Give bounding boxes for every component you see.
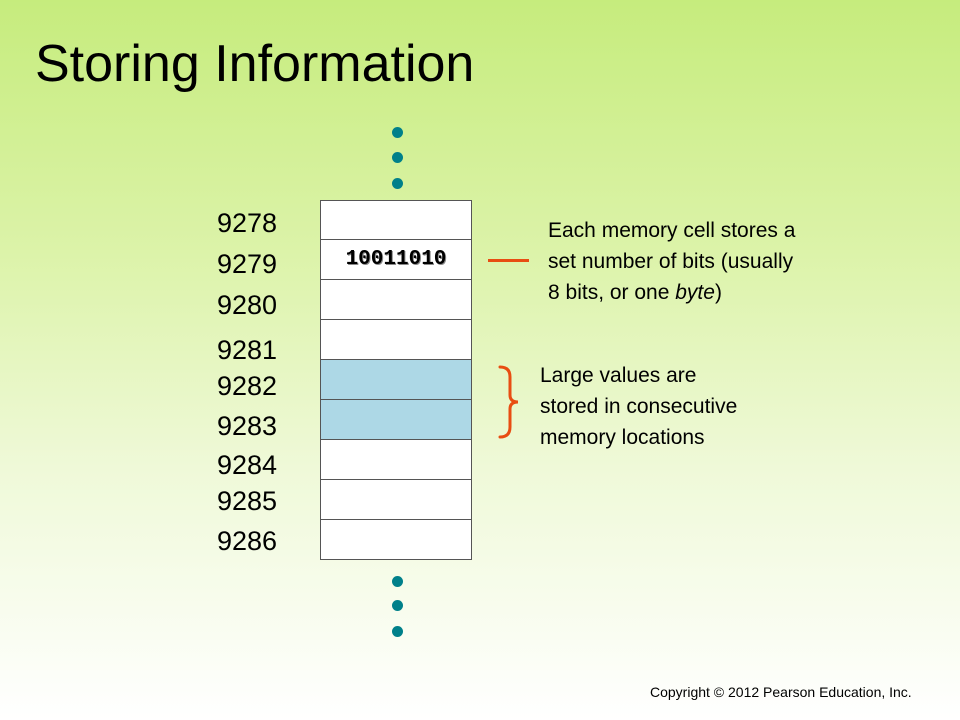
memory-cell	[320, 480, 472, 520]
byte-note-line: 8 bits, or one byte)	[548, 277, 795, 308]
address-label: 9286	[217, 526, 278, 556]
memory-cell	[320, 200, 472, 240]
address-label: 9280	[217, 290, 278, 320]
memory-cell	[320, 400, 472, 440]
large-values-note-line: stored in consecutive	[540, 395, 738, 418]
curly-brace-icon	[498, 365, 519, 439]
large-values-note: Large values are stored in consecutive m…	[540, 360, 737, 453]
address-label: 9279	[217, 249, 278, 279]
address-label: 9285	[217, 486, 278, 516]
byte-term: byte	[675, 281, 715, 304]
large-values-note-line: memory locations	[540, 426, 705, 449]
address-label: 9284	[217, 450, 278, 480]
byte-note-text: )	[714, 281, 722, 304]
byte-note-line: Each memory cell stores a	[548, 219, 796, 242]
memory-cell	[320, 280, 472, 320]
memory-column: 10011010	[320, 200, 472, 560]
ellipsis-dot	[392, 178, 403, 189]
byte-note-text: 8 bits, or one	[548, 281, 676, 304]
byte-note: Each memory cell stores a set number of …	[548, 215, 795, 308]
address-label: 9282	[217, 371, 278, 401]
cell-value: 10011010	[345, 248, 447, 271]
address-label: 9283	[217, 411, 278, 441]
byte-note-line: set number of bits (usually	[548, 250, 794, 273]
ellipsis-dot	[392, 626, 403, 637]
memory-cell: 10011010	[320, 240, 472, 280]
large-values-note-line: Large values are	[540, 364, 697, 387]
byte-note-connector	[488, 259, 529, 262]
ellipsis-dot	[392, 600, 403, 611]
memory-cell	[320, 440, 472, 480]
ellipsis-dot	[392, 152, 403, 163]
address-label: 9278	[217, 208, 278, 238]
memory-cell	[320, 320, 472, 360]
ellipsis-dot	[392, 576, 403, 587]
ellipsis-dot	[392, 127, 403, 138]
memory-cell	[320, 520, 472, 560]
memory-cell	[320, 360, 472, 400]
slide-title: Storing Information	[35, 35, 475, 93]
copyright-notice: Copyright © 2012 Pearson Education, Inc.	[650, 684, 912, 700]
address-label: 9281	[217, 335, 278, 365]
